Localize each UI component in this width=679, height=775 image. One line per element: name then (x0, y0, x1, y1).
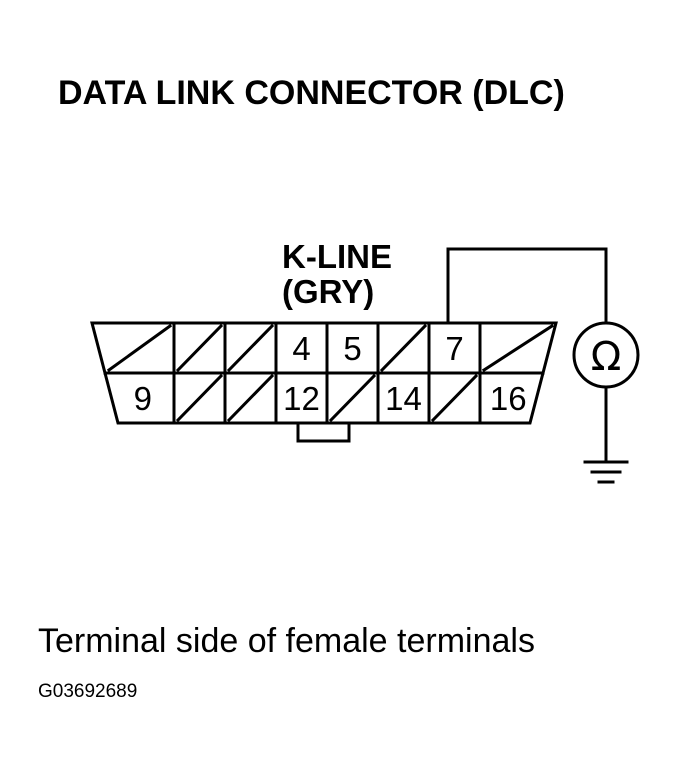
ohmmeter-icon: Ω (572, 321, 640, 389)
terminal-7-label: 7 (445, 330, 463, 367)
caption: Terminal side of female terminals (38, 622, 535, 660)
diagram-title: DATA LINK CONNECTOR (DLC) (58, 74, 565, 112)
connector-outline (90, 321, 558, 425)
wire-label-line2: (GRY) (282, 273, 374, 310)
terminal-3-unused (226, 323, 275, 373)
terminal-13-unused (328, 373, 377, 423)
wire-label-line1: K-LINE (282, 238, 392, 275)
terminal-9-label: 9 (134, 380, 152, 417)
terminal-12-label: 12 (283, 380, 320, 417)
terminal-14-label: 14 (385, 380, 422, 417)
terminal-15-unused (430, 373, 479, 423)
k-line-wire (446, 247, 608, 325)
terminal-16-label: 16 (490, 380, 527, 417)
terminal-4-label: 4 (292, 330, 310, 367)
terminal-8-unused (481, 323, 555, 373)
connector-tab (296, 421, 351, 443)
ground-icon (583, 460, 629, 484)
terminal-10-unused (175, 373, 224, 423)
terminal-6-unused (379, 323, 428, 373)
ohm-symbol: Ω (591, 334, 622, 380)
terminal-11-unused (226, 373, 275, 423)
terminal-2-unused (175, 323, 224, 373)
terminal-1-unused (106, 323, 173, 373)
figure-code: G03692689 (38, 681, 137, 702)
connector-bottom-row: 9 12 14 16 (134, 371, 527, 425)
terminal-5-label: 5 (343, 330, 361, 367)
